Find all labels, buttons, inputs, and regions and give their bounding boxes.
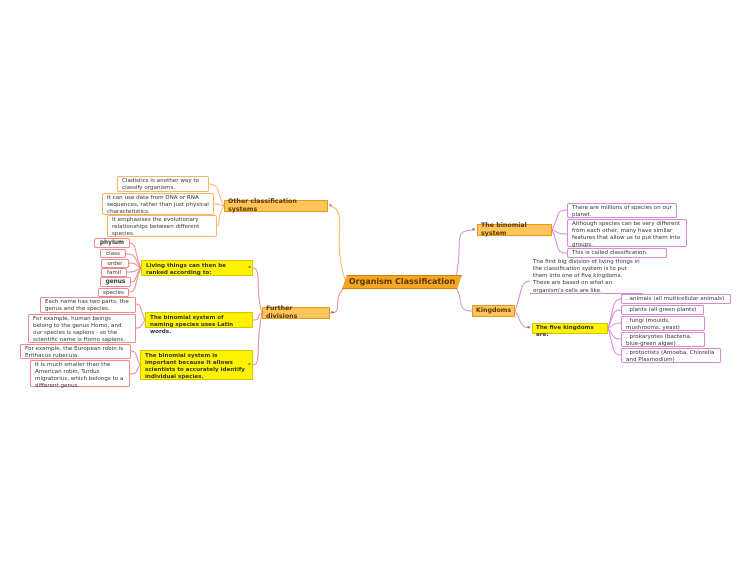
topic-five-kingdoms[interactable]: The five kingdoms are: — [532, 323, 608, 338]
topic-further-divisions[interactable]: Further divisions — [262, 304, 330, 320]
rank-genus[interactable]: genus — [100, 277, 131, 287]
collapse-toggle-ranked[interactable]: - — [248, 263, 251, 271]
topic-binomial-naming[interactable]: The binomial system of naming species us… — [145, 312, 253, 335]
rank-label: genus — [105, 279, 126, 285]
leaf-american-robin[interactable]: It is much smaller than the American rob… — [30, 360, 130, 390]
leaf-cladistics[interactable]: Cladistics is another way to classify or… — [117, 176, 209, 192]
rank-label: phylum — [99, 240, 125, 246]
topic-binomial-system[interactable]: The binomial system — [477, 221, 552, 237]
leaf-text: It can use data from DNA or RNA sequence… — [107, 195, 209, 216]
leaf-text: The first big division of living things … — [533, 259, 640, 294]
kingdom-protoctists[interactable]: . protoctists (Amoeba, Chlorella and Pla… — [621, 348, 721, 363]
collapse-toggle-important[interactable]: - — [248, 360, 251, 368]
leaf-text: This is called classification. — [572, 250, 648, 256]
leaf-text: Cladistics is another way to classify or… — [122, 178, 200, 192]
leaf-classification[interactable]: This is called classification. — [567, 248, 667, 258]
rank-label: species — [103, 290, 124, 296]
rank-label: order — [107, 261, 123, 267]
collapse-toggle-binomial-system[interactable]: - — [472, 225, 475, 233]
leaf-text: Although species can be very different f… — [572, 221, 681, 249]
collapse-toggle-five-kingdoms[interactable]: - — [527, 323, 530, 331]
leaf-text: . protoctists (Amoeba, Chlorella and Pla… — [626, 350, 715, 364]
rank-family[interactable]: family — [101, 268, 127, 283]
topic-label: Further divisions — [266, 304, 298, 320]
topic-label: The binomial system of naming species us… — [150, 315, 234, 336]
topic-label: The binomial system — [481, 221, 527, 237]
leaf-text: . animals (all multicellular animals) — [626, 296, 725, 302]
topic-ranked[interactable]: Living things can then be ranked accordi… — [141, 260, 253, 276]
topic-label: Kingdoms — [475, 306, 512, 314]
leaf-similar-features[interactable]: Although species can be very different f… — [567, 219, 687, 249]
link-kingdoms — [454, 285, 473, 312]
topic-label: Other classification systems — [228, 197, 297, 213]
leaf-evolutionary[interactable]: It emphasises the evolutionary relations… — [107, 215, 217, 237]
leaf-homo-sapiens[interactable]: For example, human beings belong to the … — [28, 314, 136, 343]
leaf-kingdoms-intro[interactable]: The first big division of living things … — [530, 259, 643, 294]
leaf-text: . prokaryotes (bacteria, blue-green alga… — [626, 334, 692, 348]
leaf-text: . plants (all green plants) — [626, 307, 697, 313]
topic-label: The binomial system is important because… — [145, 353, 245, 381]
central-topic[interactable]: Organism Classification — [342, 275, 462, 289]
kingdom-animals[interactable]: . animals (all multicellular animals) — [621, 294, 731, 304]
topic-binomial-important[interactable]: The binomial system is important because… — [140, 350, 253, 380]
topic-kingdoms[interactable]: Kingdoms — [472, 305, 515, 317]
topic-label: The five kingdoms are: — [536, 325, 594, 339]
rank-species[interactable]: species — [98, 288, 129, 297]
collapse-toggle-other-systems[interactable]: - — [329, 201, 332, 209]
leaf-text: For example, the European robin is Erith… — [25, 346, 124, 360]
leaf-dna-rna[interactable]: It can use data from DNA or RNA sequence… — [102, 193, 214, 215]
rank-class[interactable]: class — [100, 249, 126, 258]
topic-label: Living things can then be ranked accordi… — [146, 263, 227, 277]
leaf-millions-species[interactable]: There are millions of species on our pla… — [567, 203, 677, 218]
kingdom-plants[interactable]: . plants (all green plants) — [621, 305, 704, 315]
link-binomial-system — [454, 229, 476, 283]
central-topic-label: Organism Classification — [348, 276, 456, 286]
topic-other-classification-systems[interactable]: Other classification systems — [224, 197, 328, 213]
collapse-toggle-further-divisions[interactable]: - — [331, 308, 334, 316]
leaf-two-parts[interactable]: Each name has two parts, the genus and t… — [40, 297, 136, 313]
leaf-text: There are millions of species on our pla… — [572, 205, 672, 219]
kingdom-fungi[interactable]: . fungi (moulds, mushrooms, yeast) — [621, 316, 705, 331]
rank-order[interactable]: order — [101, 259, 129, 268]
leaf-european-robin[interactable]: For example, the European robin is Erith… — [20, 344, 131, 359]
link-other-systems — [329, 205, 347, 283]
link-further-divisions — [329, 285, 347, 314]
kingdom-prokaryotes[interactable]: . prokaryotes (bacteria, blue-green alga… — [621, 332, 705, 347]
leaf-text: Each name has two parts, the genus and t… — [45, 299, 129, 313]
leaf-text: It is much smaller than the American rob… — [35, 362, 124, 390]
leaf-text: . fungi (moulds, mushrooms, yeast) — [626, 318, 680, 332]
leaf-text: For example, human beings belong to the … — [33, 316, 125, 344]
rank-label: class — [106, 251, 120, 257]
rank-phylum[interactable]: phylum — [94, 238, 130, 248]
leaf-text: It emphasises the evolutionary relations… — [112, 217, 200, 238]
